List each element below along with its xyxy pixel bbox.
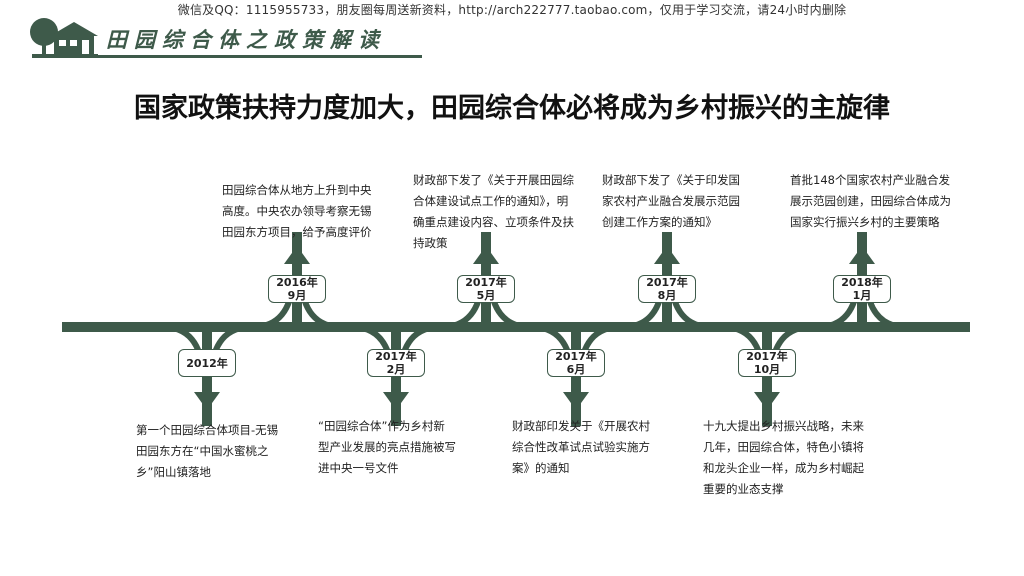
event-line: 型产业发展的亮点措施被写 — [318, 440, 456, 454]
event-description: “田园综合体”作为乡村新型产业发展的亮点措施被写进中央一号文件 — [318, 416, 456, 479]
event-line: 持政策 — [413, 236, 448, 250]
event-line: 和龙头企业一样，成为乡村崛起 — [703, 461, 864, 475]
event-line: 综合性改革试点试验实施方 — [512, 440, 650, 454]
branch-shaft — [571, 331, 581, 426]
event-line: 田园综合体从地方上升到中央 — [222, 183, 372, 197]
event-line: 家农村产业融合发展示范园 — [602, 194, 740, 208]
event-line: 财政部下发了《关于印发国 — [602, 173, 740, 187]
event-line: 展示范园创建，田园综合体成为 — [790, 194, 951, 208]
event-line: 重要的业态支撑 — [703, 482, 784, 496]
date-month: 2月 — [386, 363, 406, 376]
date-month: 1月 — [852, 289, 872, 302]
event-line: 财政部印发关于《开展农村 — [512, 419, 650, 433]
arrow-head — [754, 392, 780, 410]
house-tree-icon — [30, 18, 98, 57]
date-month: 5月 — [476, 289, 496, 302]
event-line: 创建工作方案的通知》 — [602, 215, 717, 229]
event-description: 十九大提出乡村振兴战略，未来几年，田园综合体，特色小镇将和龙头企业一样，成为乡村… — [703, 416, 864, 500]
date-month: 6月 — [566, 363, 586, 376]
arrow-head — [284, 246, 310, 264]
event-line: 合体建设试点工作的通知》，明 — [413, 194, 569, 208]
event-description: 首批148个国家农村产业融合发展示范园创建，田园综合体成为国家实行振兴乡村的主要… — [790, 170, 951, 233]
event-line: 案》的通知 — [512, 461, 570, 475]
date-year: 2016年 — [276, 276, 318, 289]
arrow-head — [194, 392, 220, 410]
event-line: 财政部下发了《关于开展田园综 — [413, 173, 574, 187]
arrow-head — [563, 392, 589, 410]
date-month: 8月 — [657, 289, 677, 302]
branch-shaft — [391, 331, 401, 426]
arrow-head — [473, 246, 499, 264]
event-line: 确重点建设内容、立项条件及扶 — [413, 215, 574, 229]
title-underline — [32, 55, 422, 58]
event-line: 国家实行振兴乡村的主要策略 — [790, 215, 940, 229]
event-line: 第一个田园综合体项目-无锡 — [136, 423, 279, 437]
event-line: 首批148个国家农村产业融合发 — [790, 173, 950, 187]
date-year: 2017年 — [465, 276, 507, 289]
main-title: 国家政策扶持力度加大，田园综合体必将成为乡村振兴的主旋律 — [134, 93, 890, 124]
event-line: 高度。中央农办领导考察无锡 — [222, 204, 372, 218]
event-line: 进中央一号文件 — [318, 461, 399, 475]
top-note: 微信及QQ：1115955733，朋友圈每周送新资料，http://arch22… — [177, 3, 847, 17]
date-year: 2017年 — [646, 276, 688, 289]
event-description: 田园综合体从地方上升到中央高度。中央农办领导考察无锡田园东方项目，给予高度评价 — [222, 180, 372, 243]
event-line: 乡”阳山镇落地 — [136, 465, 211, 479]
date-year: 2018年 — [841, 276, 883, 289]
event-line: 几年，田园综合体，特色小镇将 — [703, 440, 864, 454]
arrow-head — [383, 392, 409, 410]
date-badge: 2012年 — [178, 349, 236, 377]
date-year: 2017年 — [555, 350, 597, 363]
event-line: 田园东方项目，给予高度评价 — [222, 225, 372, 239]
branch-shaft — [202, 331, 212, 426]
arrow-head — [654, 246, 680, 264]
event-description: 财政部下发了《关于印发国家农村产业融合发展示范园创建工作方案的通知》 — [602, 170, 740, 233]
date-month: 9月 — [287, 289, 307, 302]
event-line: 田园东方在“中国水蜜桃之 — [136, 444, 269, 458]
event-line: 十九大提出乡村振兴战略，未来 — [703, 419, 864, 433]
event-description: 财政部印发关于《开展农村综合性改革试点试验实施方案》的通知 — [512, 416, 650, 479]
event-description: 第一个田园综合体项目-无锡田园东方在“中国水蜜桃之乡”阳山镇落地 — [136, 420, 278, 483]
date-year: 2017年 — [375, 350, 417, 363]
event-line: “田园综合体”作为乡村新 — [318, 419, 445, 433]
branch-shaft — [762, 331, 772, 426]
event-description: 财政部下发了《关于开展田园综合体建设试点工作的通知》，明确重点建设内容、立项条件… — [413, 170, 574, 254]
section-title: 田园综合体之政策解读 — [106, 27, 386, 52]
date-month: 10月 — [753, 363, 781, 376]
arrow-head — [849, 246, 875, 264]
date-year: 2017年 — [746, 350, 788, 363]
date-year: 2012年 — [186, 356, 228, 370]
